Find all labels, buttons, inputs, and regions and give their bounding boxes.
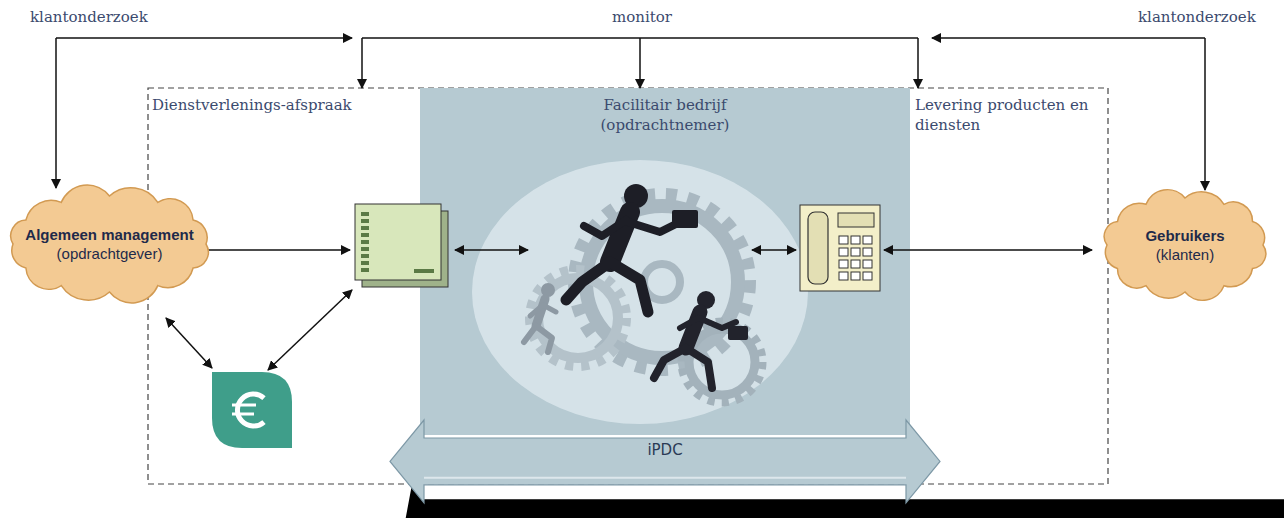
double-arrow-outline	[390, 420, 940, 510]
cloud-label: Gebruikers	[1145, 226, 1224, 246]
facility-box: Facilitair bedrijf (opdrachtnemer)	[420, 88, 910, 435]
flow-arrows	[56, 38, 1205, 370]
arrow-label: klantonderzoek	[30, 8, 148, 28]
phone-icon	[800, 205, 880, 291]
double-arrow-band: iPDC	[390, 420, 940, 510]
section-heading: Levering producten en diensten	[915, 96, 1103, 135]
section-heading: Dienstverlenings-afspraak	[152, 96, 414, 116]
cloud-label: (opdrachtgever)	[57, 244, 163, 264]
running-figures	[524, 184, 748, 388]
cloud-label: (klanten)	[1156, 245, 1214, 265]
euro-icon	[212, 372, 292, 448]
document-icon	[355, 204, 448, 287]
facility-box-ground	[420, 88, 910, 435]
dashed-region-outline	[148, 88, 1108, 484]
dashed-region: Dienstverlenings-afspraak Levering produc…	[148, 88, 1108, 484]
box-title: Facilitair bedrijf (opdrachtnemer)	[565, 96, 765, 135]
band-label: iPDC	[647, 441, 682, 459]
cloud-node: Algemeen management(opdrachtgever)	[2, 185, 217, 303]
highlight-ellipse	[472, 160, 808, 424]
gears	[530, 194, 762, 402]
cloud-label: Algemeen management	[25, 225, 193, 245]
cloud-outline	[1096, 187, 1274, 303]
arrow-label: klantonderzoek	[1138, 8, 1256, 28]
cloud-node: Gebruikers(klanten)	[1096, 187, 1274, 303]
cloud-outline	[2, 185, 217, 303]
arrow-label: monitor	[612, 8, 672, 28]
